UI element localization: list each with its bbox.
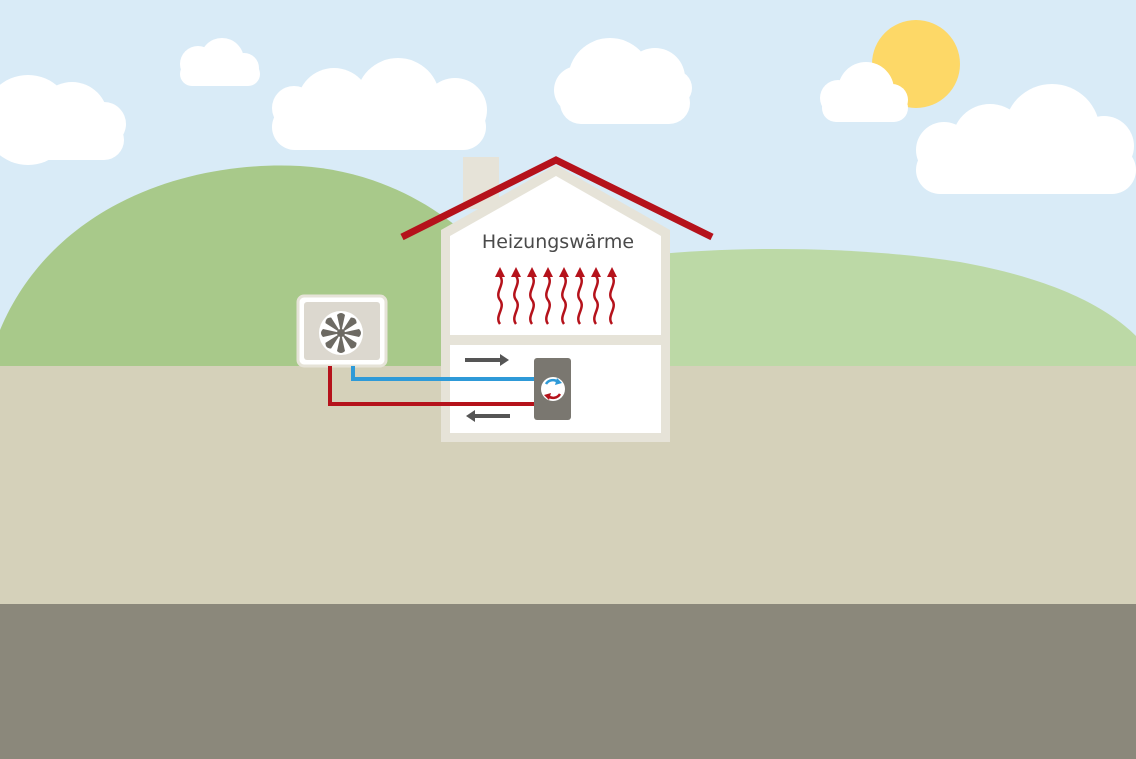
hill-left bbox=[0, 165, 520, 366]
cloud-icon bbox=[180, 38, 260, 86]
flow-arrow-icon bbox=[466, 410, 510, 422]
heat-wave-arrow-icon bbox=[575, 267, 585, 325]
heat-waves bbox=[495, 267, 617, 325]
heat-wave-arrow-icon bbox=[543, 267, 553, 325]
flow-arrow-icon bbox=[465, 354, 509, 366]
cloud-icon bbox=[916, 84, 1136, 194]
clouds bbox=[0, 38, 1136, 194]
heat-wave-arrow-icon bbox=[607, 267, 617, 325]
heat-wave-arrow-icon bbox=[495, 267, 505, 325]
hill-right bbox=[560, 248, 1136, 366]
upper-room bbox=[450, 176, 661, 335]
cloud-icon bbox=[272, 58, 487, 150]
flow-pipe bbox=[328, 366, 534, 406]
heat-label: Heizungswärme bbox=[482, 231, 634, 253]
fan-icon bbox=[321, 313, 361, 353]
heat-wave-arrow-icon bbox=[527, 267, 537, 325]
return-pipe bbox=[351, 366, 534, 381]
subsoil bbox=[0, 604, 1136, 759]
heat-pump-icon bbox=[534, 358, 571, 420]
cloud-icon bbox=[554, 38, 692, 124]
heat-wave-arrow-icon bbox=[511, 267, 521, 325]
roof bbox=[400, 156, 714, 241]
cloud-icon bbox=[0, 75, 126, 165]
heat-wave-arrow-icon bbox=[591, 267, 601, 325]
cloud-icon bbox=[820, 62, 908, 122]
outdoor-unit bbox=[296, 294, 388, 368]
heat-wave-arrow-icon bbox=[559, 267, 569, 325]
